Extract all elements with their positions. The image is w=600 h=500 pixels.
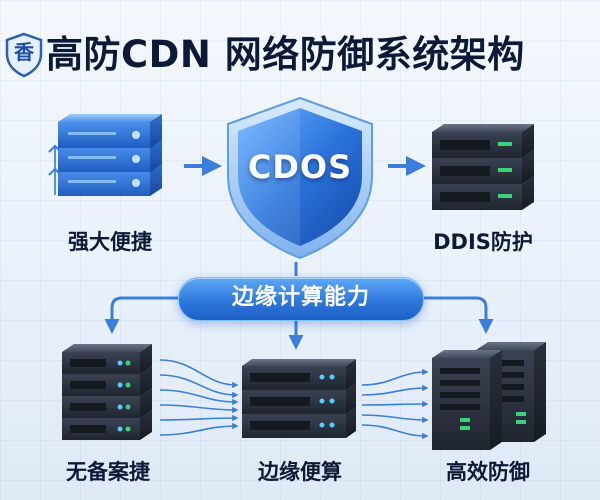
edge-computing-pill: 边缘计算能力 bbox=[178, 277, 424, 321]
logo-char: 香 bbox=[14, 40, 34, 64]
label-top-right: DDIS防护 bbox=[433, 230, 533, 254]
header: 香 高防CDN 网络防御系统架构 bbox=[4, 30, 596, 86]
data-flow-lines-left bbox=[159, 359, 239, 436]
label-bottom-right: 高效防御 bbox=[446, 460, 530, 484]
bottom-center-server-stack-icon bbox=[242, 359, 356, 438]
tower-servers-icon bbox=[432, 342, 546, 450]
label-bottom-center: 边缘便算 bbox=[258, 460, 342, 484]
dark-server-stack-icon bbox=[432, 124, 534, 210]
label-top-left: 强大便捷 bbox=[68, 230, 152, 254]
page-title: 高防CDN 网络防御系统架构 bbox=[46, 33, 525, 76]
connector-right bbox=[422, 296, 494, 334]
label-bottom-left: 无备案捷 bbox=[66, 460, 150, 484]
bottom-left-server-stack-icon bbox=[62, 344, 152, 440]
shield-logo-icon: 香 bbox=[4, 32, 44, 78]
shield-label: CDOS bbox=[247, 148, 353, 186]
connector-left bbox=[104, 296, 178, 334]
blue-server-stack-icon bbox=[48, 114, 162, 196]
data-flow-lines-right bbox=[361, 368, 429, 440]
cdos-shield-icon bbox=[227, 96, 373, 260]
